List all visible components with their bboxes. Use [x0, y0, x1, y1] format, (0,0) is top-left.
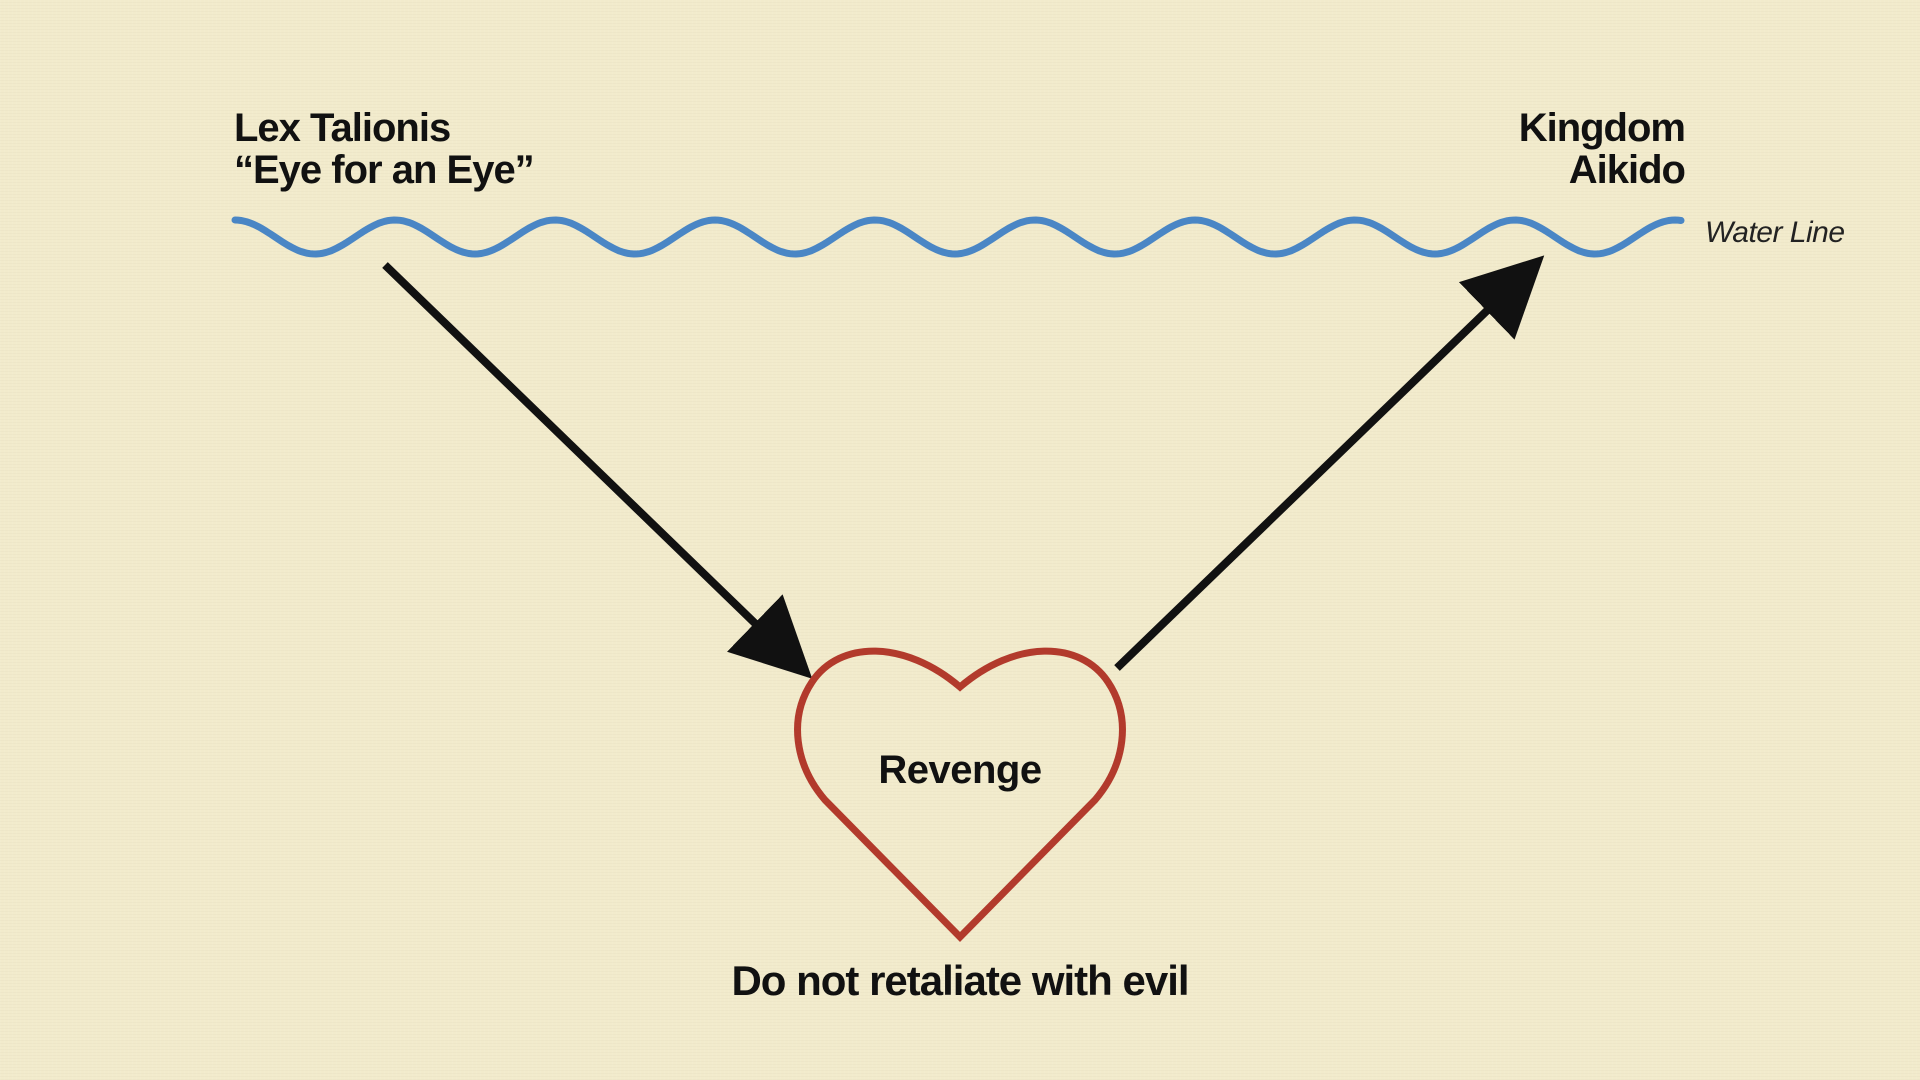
arrow-up-to-kingdom: [1114, 255, 1545, 671]
water-line-wave: [231, 216, 1685, 258]
left-label-line1: Lex Talionis: [234, 106, 451, 150]
kingdom-aikido-label: Kingdom Aikido: [1518, 106, 1686, 192]
right-label-line1: Kingdom: [1518, 106, 1686, 150]
arrow-down-to-heart: [382, 262, 813, 679]
heart-shape: [794, 647, 1126, 942]
lex-talionis-label: Lex Talionis “Eye for an Eye”: [234, 106, 535, 192]
right-label-line2: Aikido: [1568, 148, 1686, 192]
water-line-label: Water Line: [1705, 216, 1845, 249]
bottom-caption: Do not retaliate with evil: [731, 957, 1189, 1004]
left-label-line2: “Eye for an Eye”: [234, 148, 535, 192]
heart-label: Revenge: [878, 748, 1042, 792]
